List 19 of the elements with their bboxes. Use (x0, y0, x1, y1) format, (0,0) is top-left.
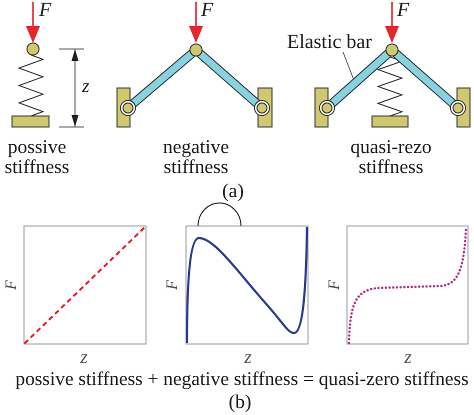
leader-line (342, 52, 354, 79)
panel-label: (b) (228, 392, 252, 414)
mechanism-caption: quasi-rezo stiffness (350, 138, 432, 178)
axis-label: z (80, 348, 88, 368)
panel-label: (a) (222, 182, 244, 202)
axis-label: z (244, 348, 252, 368)
mechanism-caption: possive stiffness (4, 138, 70, 178)
force-label: F (201, 0, 214, 20)
force-label: F (39, 0, 52, 20)
mechanism-caption: negative stiffness (162, 138, 230, 178)
axis-label: F (165, 280, 181, 290)
force-label: F (397, 0, 410, 20)
axis-label: z (404, 348, 412, 368)
equation-text: possive stiffness + negative stiffness = quasi-zero stiffness (15, 369, 469, 391)
elastic-bar (328, 50, 392, 108)
callout-label: Elastic bar (287, 32, 372, 52)
axis-label: F (327, 280, 343, 290)
axis-label: F (4, 280, 20, 290)
dimension-label: z (82, 77, 90, 97)
